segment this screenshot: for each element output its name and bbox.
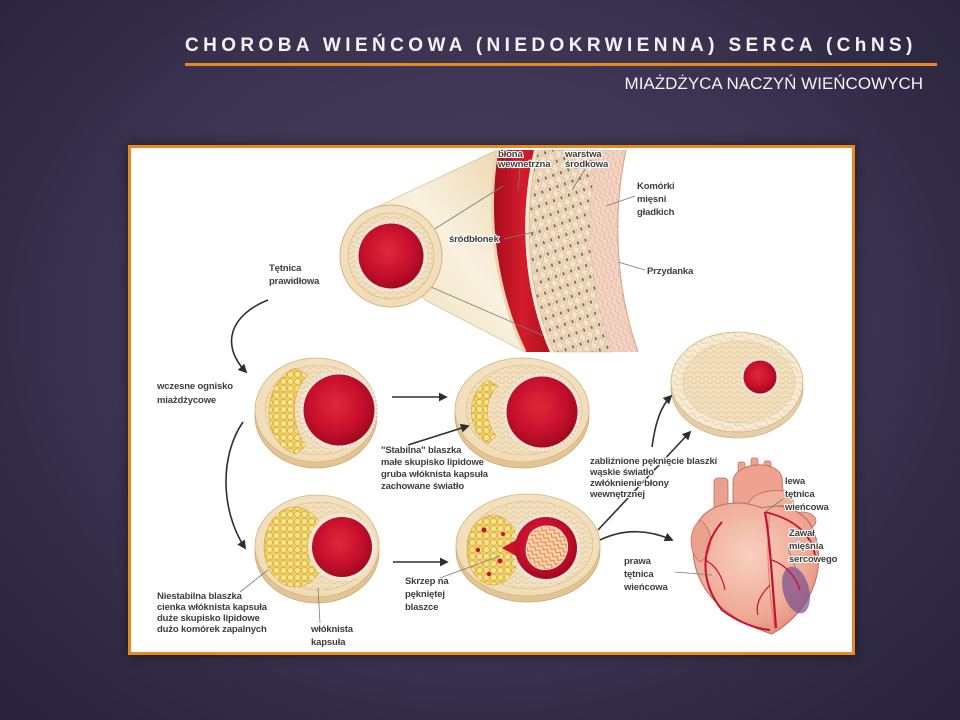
thrombus-artery	[455, 493, 601, 603]
label-healed-rupture: zabliźnione pęknięcie blaszki wąskie świ…	[589, 456, 720, 500]
label-early-lesion: wczesne ognisko miażdżycowe	[156, 381, 235, 406]
arrow-label-stable	[407, 423, 470, 446]
arrow-normal-to-early	[230, 299, 269, 374]
endothelium-ring	[300, 371, 378, 449]
lipid-core	[471, 379, 499, 445]
artery-lumen	[358, 223, 424, 289]
arrow-stable-to-healed	[651, 394, 673, 448]
slide-subtitle: MIAŻDŻYCA NACZYŃ WIEŃCOWYCH	[624, 74, 923, 93]
label-stable-plaque: "Stabilna" blaszka małe skupisko lipidow…	[381, 445, 490, 492]
atherosclerosis-diagram: błona wewnetrzna warstwa środkowa Komórk…	[155, 148, 839, 649]
endothelium-ring	[308, 513, 376, 581]
endothelium-ring	[355, 220, 427, 292]
zoom-connector-top	[432, 185, 504, 231]
label-normal-artery: Tętnica prawidłowa	[269, 263, 320, 287]
label-thrombus: Skrzep na pękniętej blaszce	[405, 576, 451, 613]
blood-clot	[525, 525, 568, 571]
left-coronary-artery	[763, 511, 778, 629]
fibrotic-intima	[682, 340, 796, 424]
artery-lumen	[303, 374, 375, 446]
normal-artery-illustration	[339, 149, 639, 353]
heart-ventricles	[692, 502, 820, 635]
diagram-labels: błona wewnetrzna warstwa środkowa Komórk…	[155, 148, 839, 649]
healed-narrowed-artery	[670, 331, 804, 439]
heart-illustration	[690, 457, 820, 635]
label-left-coronary: lewa tętnica wieńcowa	[784, 476, 830, 513]
label-right-coronary: prawa tętnica wieńcowa	[623, 556, 669, 593]
arrow-thrombus-to-healed	[597, 430, 692, 531]
label-unstable-plaque: Niestabilna blaszka cienka włóknista kap…	[157, 591, 269, 635]
early-lesion-artery	[254, 357, 378, 469]
zoom-intima	[525, 149, 554, 353]
right-coronary-artery	[704, 521, 771, 631]
label-adventitia: Przydanka	[647, 266, 694, 277]
label-smooth-muscle: Komórki mięsni gładkich	[637, 181, 677, 218]
zoom-adventitia	[590, 150, 638, 352]
narrow-lumen	[743, 360, 777, 394]
endothelium-ring	[503, 373, 581, 451]
diagram-panel: błona wewnetrzna warstwa środkowa Komórk…	[128, 145, 855, 655]
plaque-rupture	[502, 540, 516, 556]
slide-title: CHOROBA WIEŃCOWA (NIEDOKRWIENNA) SERCA (…	[185, 35, 917, 56]
arrow-early-to-unstable	[225, 421, 246, 550]
endothelium-ring	[741, 358, 779, 396]
progression-arrows	[225, 299, 692, 567]
label-infarction: Zawał mięśnia sercowego	[789, 528, 838, 565]
label-endothelium: śródbłonek	[449, 234, 500, 245]
label-intima: błona wewnetrzna	[497, 149, 551, 170]
right-atrium	[690, 519, 711, 563]
artery-lumen	[506, 376, 578, 448]
zoom-connector-bottom	[430, 286, 545, 337]
circumflex-artery	[764, 511, 816, 556]
arrow-thrombus-to-heart	[599, 530, 674, 542]
leader-lines	[239, 168, 801, 624]
label-fibrous-cap: włóknista kapsuła	[310, 624, 355, 648]
title-underline	[185, 63, 937, 66]
label-media: warstwa środkowa	[564, 149, 609, 170]
unstable-plaque-artery	[254, 494, 380, 604]
stable-plaque-artery	[454, 357, 590, 469]
artery-lumen	[312, 517, 372, 577]
infarct-area	[781, 566, 811, 614]
